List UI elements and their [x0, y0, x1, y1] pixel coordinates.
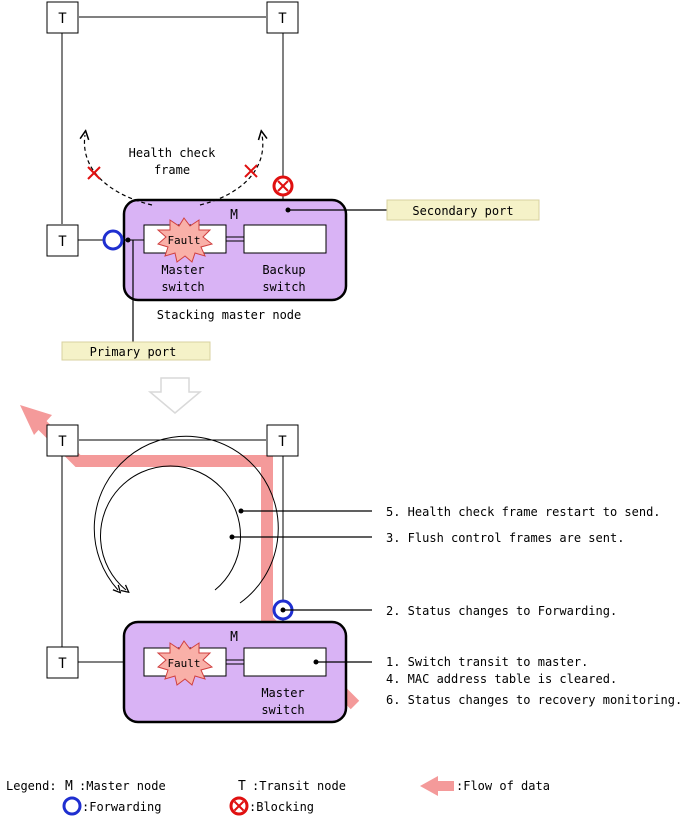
transition-arrow [147, 377, 203, 414]
blocked-x-icon [87, 166, 101, 180]
legend-transit-symbol: T [238, 779, 246, 794]
stacking-master-node: M Master switch Backup switch [121, 198, 348, 302]
health-check-arrow [84, 135, 153, 206]
stacking-master-node: M Master switch [122, 620, 348, 724]
top-diagram: T T T M Master switch Backup switch F [46, 1, 540, 361]
blocked-x-icon [244, 164, 258, 178]
svg-text:Fault: Fault [167, 234, 200, 247]
svg-text:T: T [278, 11, 287, 27]
legend-flow-text: :Flow of data [456, 779, 550, 793]
blocking-port-icon [272, 175, 294, 197]
legend-blocking-text: :Blocking [249, 800, 314, 814]
primary-port-callout: Primary port [61, 341, 211, 361]
transit-node: T [46, 646, 79, 679]
svg-text:Fault: Fault [167, 657, 200, 670]
bottom-diagram: T T T M Master switch Fault [20, 405, 682, 724]
svg-text:switch: switch [262, 280, 305, 294]
svg-text:frame: frame [154, 163, 190, 177]
flush-cycle-arrow [93, 435, 279, 604]
svg-text:Secondary port: Secondary port [412, 204, 513, 218]
step-6-label: 6. Status changes to recovery monitoring… [386, 693, 682, 707]
master-switch-label: Master [161, 263, 204, 277]
svg-text:Primary port: Primary port [90, 345, 177, 359]
svg-text:T: T [58, 434, 67, 450]
backup-switch-label: Backup [262, 263, 305, 277]
step-2-label: 2. Status changes to Forwarding. [386, 604, 617, 618]
legend-forwarding-text: :Forwarding [82, 800, 161, 814]
svg-text:M: M [230, 630, 238, 645]
fault-burst: Fault [156, 640, 214, 686]
step-3-label: 3. Flush control frames are sent. [386, 531, 624, 545]
node-caption: Stacking master node [157, 308, 302, 322]
legend-title: Legend: [6, 779, 57, 793]
forwarding-legend-icon [62, 796, 82, 816]
master-letter: M [230, 208, 238, 223]
svg-text:switch: switch [261, 703, 304, 717]
step-5-label: 5. Health check frame restart to send. [386, 505, 661, 519]
health-check-arrow [199, 135, 263, 206]
transit-node: T [46, 424, 79, 457]
transit-node: T [266, 424, 299, 457]
fault-burst: Fault [156, 217, 214, 263]
svg-text:T: T [278, 434, 287, 450]
transit-node: T [46, 224, 79, 257]
health-check-label: Health check [129, 146, 216, 160]
legend-master-symbol: M [65, 779, 73, 794]
legend-transit-text: :Transit node [252, 779, 346, 793]
blocking-legend-icon [229, 796, 249, 816]
legend-master-text: :Master node [79, 779, 166, 793]
forwarding-port-icon [102, 229, 124, 251]
svg-text:T: T [58, 656, 67, 672]
master-switch-label: Master [261, 686, 304, 700]
step-1-label: 1. Switch transit to master. [386, 655, 588, 669]
legend: Legend: M :Master node T :Transit node :… [6, 776, 550, 816]
health-cycle-arrow [100, 465, 241, 590]
flow-arrow-icon [420, 776, 454, 796]
secondary-port-callout: Secondary port [386, 199, 540, 221]
svg-text:switch: switch [161, 280, 204, 294]
svg-text:T: T [58, 234, 67, 250]
step-4-label: 4. MAC address table is cleared. [386, 672, 617, 686]
svg-text:T: T [58, 11, 67, 27]
transit-node: T [266, 1, 299, 34]
transit-node: T [46, 1, 79, 34]
